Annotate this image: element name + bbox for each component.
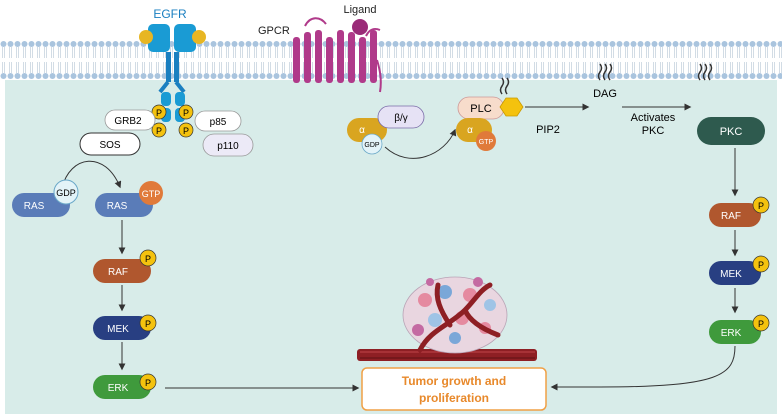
erk-to-outcome-arrow-right [550,345,736,391]
outcome-box [361,367,547,411]
mek-node-left [93,316,151,340]
ligand-label: Ligand [343,4,376,16]
outcome-line2: proliferation [419,391,489,405]
ligand-ball-right [192,30,206,44]
svg-text:RAS: RAS [24,201,45,212]
svg-text:α: α [359,125,365,136]
g-protein-activation-arrow [384,128,457,159]
phospho-icon [151,104,167,120]
svg-text:MEK: MEK [720,269,742,280]
svg-text:RAF: RAF [108,267,128,278]
gtp-badge [139,181,163,205]
phospho-icon [178,122,194,138]
p110-node [202,133,254,157]
svg-text:P: P [145,378,151,388]
svg-text:MEK: MEK [107,324,129,335]
pkc-lipid-icon [697,63,713,81]
outcome-line1: Tumor growth and [402,374,506,388]
dag-label: DAG [593,88,617,100]
svg-text:GDP: GDP [56,188,76,198]
svg-text:P: P [156,108,162,118]
erk-node-left [93,375,151,399]
ligand-ball [352,19,368,35]
svg-text:P: P [183,126,189,136]
phospho-icon [151,122,167,138]
activates-label: Activates [631,112,676,124]
raf-node-left [93,259,151,283]
sos-label: SOS [99,140,120,151]
grb2-label: GRB2 [114,116,142,127]
p110-label: p110 [217,141,239,152]
dag-lipid-icon [597,63,613,81]
svg-text:GDP: GDP [364,142,380,149]
phospho-icon [752,196,770,214]
svg-text:ERK: ERK [721,328,742,339]
gdp-badge [53,179,79,205]
gpcr-receptor [293,17,382,93]
svg-text:P: P [156,126,162,136]
gdp-badge [361,133,383,155]
svg-text:P: P [758,201,764,211]
svg-text:PKC: PKC [720,126,743,138]
gpcr-label: GPCR [258,25,290,37]
cell-membrane [0,39,782,79]
svg-text:P: P [758,260,764,270]
p85-node [194,110,242,132]
phospho-icon [752,255,770,273]
erk-node-right [709,320,761,344]
pip2-head-icon [499,97,524,117]
svg-text:PLC: PLC [470,103,491,115]
svg-text:P: P [758,319,764,329]
svg-text:β/γ: β/γ [394,113,408,124]
svg-text:α: α [467,125,473,136]
svg-text:P: P [183,108,189,118]
mek-node-right [709,261,761,285]
ras-gdp-node [12,193,70,217]
svg-text:P: P [145,254,151,264]
phospho-icon [139,373,157,391]
svg-text:GTP: GTP [142,189,161,199]
ras-gtp-node [95,193,153,217]
pkc-node [697,117,765,145]
egfr-label: EGFR [153,7,187,21]
tumor-illustration [357,276,537,361]
sos-node [79,132,141,156]
phospho-icon [139,249,157,267]
phospho-icon [752,314,770,332]
svg-text:P: P [145,319,151,329]
gtp-badge [476,131,496,151]
ligand-ball-left [139,30,153,44]
phospho-icon [178,104,194,120]
p85-label: p85 [210,117,227,128]
svg-text:ERK: ERK [108,383,129,394]
beta-gamma-node [377,105,425,129]
pip2-label: PIP2 [536,124,560,136]
raf-node-right [709,203,761,227]
activates-pkc-label: PKC [642,125,665,137]
svg-text:RAF: RAF [721,211,741,222]
svg-text:RAS: RAS [107,201,128,212]
grb2-node [104,109,156,131]
phospho-icon [139,314,157,332]
egfr-receptor: EGFR P P P P [139,7,206,138]
svg-text:GTP: GTP [479,139,494,146]
sos-activation-arrow [61,160,122,189]
lipid-tail-icon [499,77,510,95]
